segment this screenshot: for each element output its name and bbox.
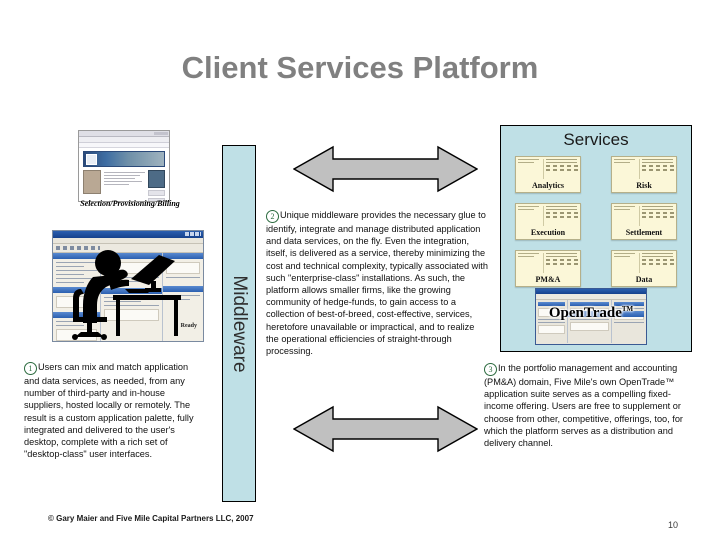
- browser-titlebar: [79, 131, 169, 137]
- user-at-computer-screenshot-icon: Ready: [52, 230, 204, 342]
- copyright-footer: © Gary Maier and Five Mile Capital Partn…: [48, 514, 254, 523]
- web-browser-screenshot-icon: [78, 130, 170, 202]
- opentrade-toolbar: [536, 294, 646, 300]
- callout-text-3: In the portfolio management and accounti…: [484, 363, 683, 449]
- services-tile-grid: Analytics Risk Execution: [501, 156, 691, 287]
- opentrade-highlight-row: [566, 311, 644, 317]
- callout-text-2: Unique middleware provides the necessary…: [266, 210, 488, 357]
- middleware-band: Middleware: [222, 145, 256, 502]
- callout-number-2: 2: [266, 210, 279, 223]
- app-menubar: [53, 238, 203, 244]
- browser-caption: Selection/Provisioning/Billing: [80, 199, 180, 208]
- app-right-pane: [163, 253, 203, 341]
- app-status-label: Ready: [180, 323, 197, 329]
- service-tile-label: Data: [635, 275, 653, 284]
- opentrade-titlebar: [536, 289, 646, 294]
- page-number: 10: [668, 520, 679, 530]
- service-document-icon: [518, 159, 578, 179]
- opentrade-wordmark: OpenTradeTM: [536, 305, 646, 322]
- service-tile-analytics[interactable]: Analytics: [515, 156, 581, 193]
- browser-sidebar: [148, 170, 165, 201]
- page-title: Client Services Platform: [181, 50, 539, 85]
- service-tile-label: Settlement: [625, 228, 663, 237]
- callout-text-1: Users can mix and match application and …: [24, 362, 194, 460]
- service-document-icon: [614, 253, 674, 273]
- middleware-label: Middleware: [229, 274, 250, 373]
- person-at-desk-silhouette-icon: [72, 250, 181, 340]
- services-title: Services: [563, 130, 629, 149]
- callout-number-3: 3: [484, 363, 497, 376]
- opentrade-application-screenshot[interactable]: OpenTradeTM: [535, 288, 647, 345]
- browser-sidebar-box: [148, 198, 165, 201]
- app-toolbar: [53, 244, 203, 253]
- browser-address-bar: [79, 143, 169, 148]
- browser-text-lines: [104, 170, 145, 201]
- service-tile-label: PM&A: [535, 275, 561, 284]
- service-tile-data[interactable]: Data: [611, 250, 677, 287]
- opentrade-trademark: TM: [621, 305, 634, 313]
- browser-thumbnail-image: [83, 170, 101, 194]
- browser-banner-image: [83, 151, 165, 167]
- opentrade-name: OpenTrade: [548, 305, 622, 321]
- browser-content-row: [83, 170, 165, 201]
- browser-page-body: [79, 148, 169, 201]
- service-tile-label: Analytics: [532, 181, 564, 190]
- service-tile-label: Risk: [636, 181, 652, 190]
- double-headed-arrow-bottom-icon: [293, 405, 478, 453]
- browser-toolbar: [79, 137, 169, 143]
- service-tile-label: Execution: [530, 228, 566, 237]
- service-document-icon: [614, 159, 674, 179]
- service-tile-settlement[interactable]: Settlement: [611, 203, 677, 240]
- service-tile-pma[interactable]: PM&A: [515, 250, 581, 287]
- service-tile-risk[interactable]: Risk: [611, 156, 677, 193]
- browser-sidebar-box: [148, 190, 165, 196]
- services-panel: Services Analytics Risk: [500, 125, 692, 352]
- service-document-icon: [518, 206, 578, 226]
- double-headed-arrow-top-icon: [293, 145, 478, 193]
- callout-number-1: 1: [24, 362, 37, 375]
- service-tile-execution[interactable]: Execution: [515, 203, 581, 240]
- service-document-icon: [614, 206, 674, 226]
- browser-sidebar-image: [148, 170, 165, 188]
- service-document-icon: [518, 253, 578, 273]
- app-titlebar: [53, 231, 203, 238]
